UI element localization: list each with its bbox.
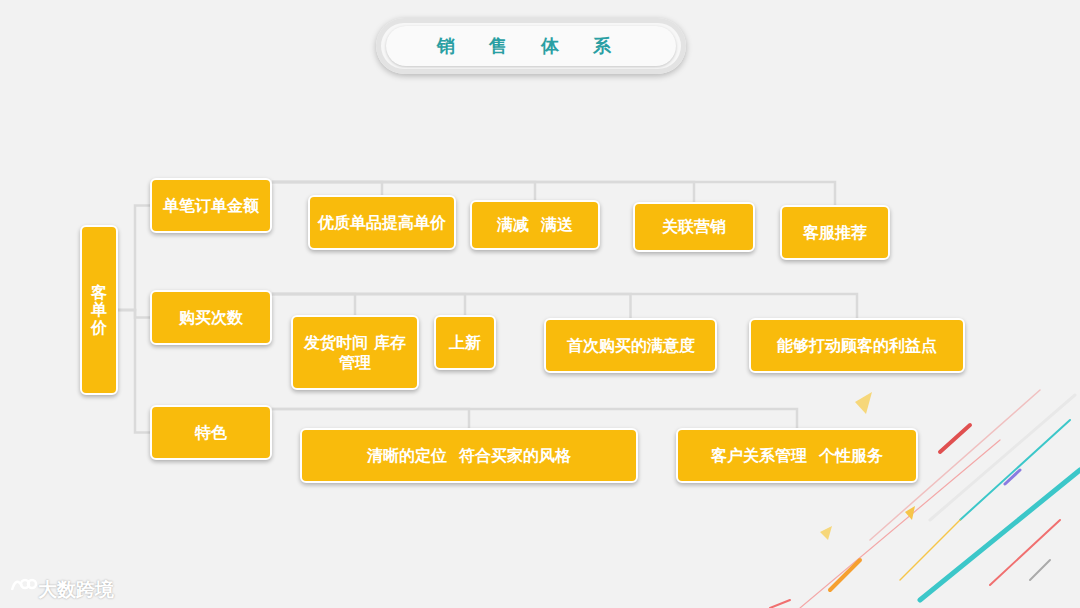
box-label: 特色: [189, 423, 233, 443]
process-box: 客户关系管理 个性服务: [676, 428, 918, 483]
process-box: 上新: [434, 315, 496, 370]
box-label: 上新: [443, 333, 487, 353]
tree-connector: [272, 294, 465, 315]
confetti: [905, 506, 915, 520]
process-box: 满减 满送: [470, 200, 600, 250]
process-box: 能够打动顾客的利益点: [749, 318, 965, 373]
tree-connector: [118, 206, 150, 311]
watermark-logo: [12, 580, 36, 590]
process-box: 客服推荐: [780, 205, 890, 260]
process-box: 购买次数: [150, 290, 272, 345]
box-label: 首次购买的满意度: [561, 336, 701, 356]
process-box: 客单价: [80, 225, 118, 395]
title-pill: 销 售 体 系: [376, 18, 686, 74]
box-label: 发货时间 库存管理: [293, 333, 417, 373]
box-label: 购买次数: [173, 308, 249, 328]
tree-connector: [118, 310, 150, 433]
process-box: 关联营销: [633, 202, 755, 252]
box-label: 能够打动顾客的利益点: [771, 336, 943, 356]
box-label: 优质单品提高单价: [312, 213, 452, 233]
process-box: 优质单品提高单价: [308, 195, 456, 250]
box-label: 客服推荐: [797, 223, 873, 243]
process-box: 清晰的定位 符合买家的风格: [300, 428, 638, 483]
process-box: 特色: [150, 405, 272, 460]
streaks: [770, 390, 1080, 608]
process-box: 发货时间 库存管理: [291, 315, 419, 390]
tree-connector: [272, 409, 469, 428]
tree-connector: [272, 294, 355, 315]
box-label: 关联营销: [656, 217, 732, 237]
box-label: 单笔订单金额: [157, 196, 265, 216]
confetti: [820, 526, 832, 540]
confetti: [855, 392, 872, 414]
box-label: 客单价: [91, 284, 107, 337]
tree-connector: [272, 409, 797, 428]
process-box: 首次购买的满意度: [544, 318, 717, 373]
box-label: 客户关系管理 个性服务: [705, 446, 888, 466]
box-label: 满减 满送: [491, 215, 578, 235]
title: 销 售 体 系: [437, 34, 626, 58]
watermark: 大数跨境: [38, 577, 114, 603]
tree-connector: [272, 182, 382, 195]
process-box: 单笔订单金额: [150, 178, 272, 233]
box-label: 清晰的定位 符合买家的风格: [361, 446, 576, 466]
